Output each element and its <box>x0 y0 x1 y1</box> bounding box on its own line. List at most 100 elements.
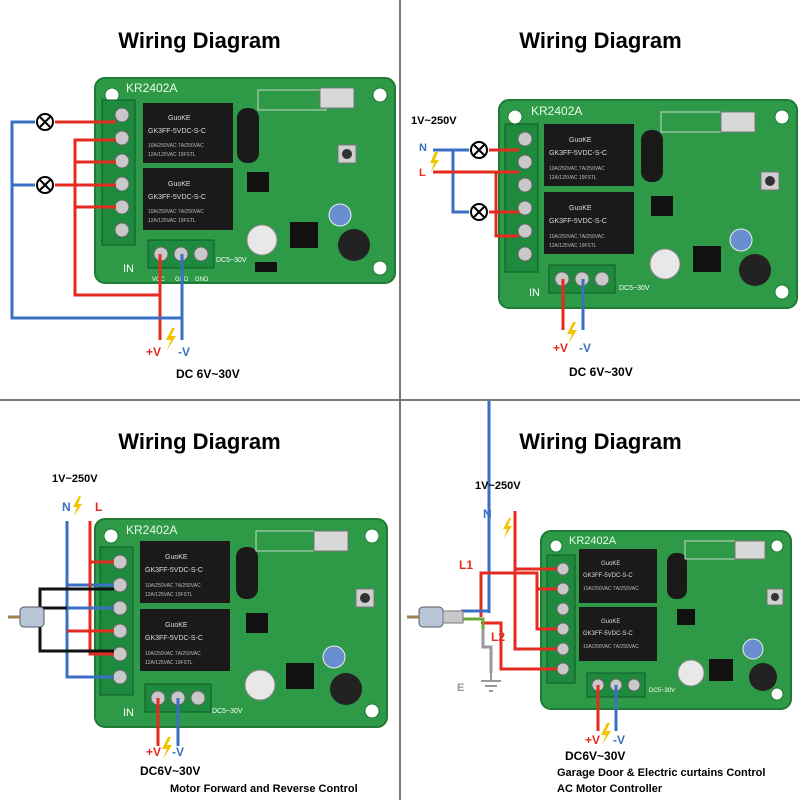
relay-1 <box>140 541 230 603</box>
relay-2 <box>544 192 634 254</box>
svg-text:DC5~30V: DC5~30V <box>212 708 243 715</box>
relay-board: KR2402A GuoKE GK3FF-5VDC-S-C 10A/250VAC … <box>540 530 792 710</box>
minus-v-label: -V <box>178 345 190 359</box>
relay-2 <box>143 168 233 230</box>
lightning-icon <box>162 737 172 759</box>
board-model: KR2402A <box>126 523 177 537</box>
plus-v-label: +V <box>585 733 600 747</box>
svg-text:GK3FF-5VDC-S-C: GK3FF-5VDC-S-C <box>148 128 206 135</box>
svg-text:GuoKE: GuoKE <box>168 115 191 122</box>
plus-v-label: +V <box>146 345 161 359</box>
lamp-icon <box>36 176 54 194</box>
diagram-motor: Wiring Diagram KR2402A GuoKE GK3FF-5VDC-… <box>0 401 399 800</box>
ac-range-label: 1V~250V <box>52 473 98 485</box>
minus-v-label: -V <box>579 341 591 355</box>
svg-text:GND: GND <box>195 277 209 283</box>
lightning-icon <box>166 328 176 350</box>
diagram-lamps-dc: Wiring Diagram KR2402A GuoKE GK3FF-5VDC-… <box>0 0 399 399</box>
lightning-icon <box>430 152 439 172</box>
wires <box>38 521 180 746</box>
svg-text:10A/250VAC 7A/250VAC: 10A/250VAC 7A/250VAC <box>148 209 204 215</box>
ground-icon <box>481 673 501 692</box>
relay-1 <box>579 549 657 603</box>
svg-text:10A/250VAC 7A/250VAC: 10A/250VAC 7A/250VAC <box>583 644 639 650</box>
lightning-icon <box>503 518 512 538</box>
diagram-title: Wiring Diagram <box>118 28 281 53</box>
relay-2 <box>140 609 230 671</box>
minus-v-label: -V <box>613 733 625 747</box>
svg-text:12A/125VAC 19FSTL: 12A/125VAC 19FSTL <box>148 152 196 158</box>
plus-v-label: +V <box>146 745 161 759</box>
svg-text:IN: IN <box>529 287 540 299</box>
svg-text:12A/125VAC 19FSTL: 12A/125VAC 19FSTL <box>148 218 196 224</box>
svg-text:GK3FF-5VDC-S-C: GK3FF-5VDC-S-C <box>583 573 633 579</box>
svg-text:10A/250VAC 7A/250VAC: 10A/250VAC 7A/250VAC <box>549 234 605 240</box>
live-label: L <box>419 167 426 179</box>
wires <box>461 401 618 731</box>
earth-label: E <box>457 682 464 694</box>
l2-label: L2 <box>491 630 505 644</box>
svg-text:IN: IN <box>123 707 134 719</box>
dc-range-label: DC 6V~30V <box>176 367 240 381</box>
wiring-diagram-4: KR2402A GuoKE GK3FF-5VDC-S-C 10A/250VAC … <box>407 401 792 795</box>
diagram-garage: Wiring Diagram KR2402A GuoKE GK3FF-5VDC-… <box>401 401 800 800</box>
wiring-diagram-2: KR2402A GuoKE GK3FF-5VDC-S-C 10A/250VAC … <box>411 99 798 379</box>
neutral-label: N <box>483 507 492 521</box>
lamp-icon <box>36 113 54 131</box>
svg-text:GuoKE: GuoKE <box>569 137 592 144</box>
dc-range-label: DC6V~30V <box>565 749 625 763</box>
relay-2 <box>579 607 657 661</box>
motor-icon <box>407 606 464 628</box>
svg-text:GuoKE: GuoKE <box>168 181 191 188</box>
wiring-diagram-1: KR2402A GuoKE GK3FF-5VDC-S-C 10A/250VAC … <box>10 77 396 381</box>
caption-ac-motor: AC Motor Controller <box>557 783 663 795</box>
wiring-diagram-3: KR2402A GuoKE GK3FF-5VDC-S-C 10A/250VAC … <box>8 473 388 795</box>
svg-text:GuoKE: GuoKE <box>601 619 620 625</box>
svg-text:GK3FF-5VDC-S-C: GK3FF-5VDC-S-C <box>549 218 607 225</box>
svg-text:GK3FF-5VDC-S-C: GK3FF-5VDC-S-C <box>583 631 633 637</box>
caption-garage: Garage Door & Electric curtains Control <box>557 767 765 779</box>
svg-text:10A/250VAC 7A/250VAC: 10A/250VAC 7A/250VAC <box>583 586 639 592</box>
diagram-title: Wiring Diagram <box>519 28 682 53</box>
neutral-label: N <box>62 500 71 514</box>
svg-text:DC5~30V: DC5~30V <box>216 257 247 264</box>
lightning-icon <box>567 322 577 344</box>
svg-text:12A/125VAC 19FSTL: 12A/125VAC 19FSTL <box>145 592 193 598</box>
diagram-lamps-ac: Wiring Diagram KR2402A GuoKE GK3FF-5VDC-… <box>401 0 800 399</box>
svg-text:10A/250VAC 7A/250VAC: 10A/250VAC 7A/250VAC <box>145 651 201 657</box>
l1-label: L1 <box>459 558 473 572</box>
lightning-icon <box>73 496 82 516</box>
svg-text:GuoKE: GuoKE <box>165 622 188 629</box>
wires <box>10 120 184 340</box>
wires <box>433 148 585 330</box>
svg-text:GK3FF-5VDC-S-C: GK3FF-5VDC-S-C <box>148 194 206 201</box>
dc-range-label: DC 6V~30V <box>569 365 633 379</box>
board-model: KR2402A <box>126 81 177 95</box>
lightning-icon <box>601 723 611 745</box>
minus-v-label: -V <box>172 745 184 759</box>
plus-v-label: +V <box>553 341 568 355</box>
dc-range-label: DC6V~30V <box>140 764 200 778</box>
board-model: KR2402A <box>569 535 617 547</box>
svg-text:10A/250VAC 7A/250VAC: 10A/250VAC 7A/250VAC <box>145 583 201 589</box>
svg-text:GuoKE: GuoKE <box>165 554 188 561</box>
caption-motor: Motor Forward and Reverse Control <box>170 783 358 795</box>
board-model: KR2402A <box>531 104 582 118</box>
relay-board: KR2402A GuoKE GK3FF-5VDC-S-C 10A/250VAC … <box>94 77 396 284</box>
lamp-icon <box>470 203 488 221</box>
svg-text:12A/125VAC 19FSTL: 12A/125VAC 19FSTL <box>549 175 597 181</box>
svg-text:GK3FF-5VDC-S-C: GK3FF-5VDC-S-C <box>145 635 203 642</box>
ac-range-label: 1V~250V <box>475 480 521 492</box>
svg-text:10A/250VAC 7A/250VAC: 10A/250VAC 7A/250VAC <box>148 143 204 149</box>
relay-1 <box>143 103 233 163</box>
svg-text:GuoKE: GuoKE <box>601 561 620 567</box>
svg-text:GuoKE: GuoKE <box>569 205 592 212</box>
svg-text:DC5~30V: DC5~30V <box>619 285 650 292</box>
diagram-title: Wiring Diagram <box>118 429 281 454</box>
horizontal-divider <box>0 399 800 401</box>
relay-board: KR2402A GuoKE GK3FF-5VDC-S-C 10A/250VAC … <box>498 99 798 309</box>
svg-text:GK3FF-5VDC-S-C: GK3FF-5VDC-S-C <box>145 567 203 574</box>
live-label: L <box>95 500 102 514</box>
svg-text:12A/125VAC 19FSTL: 12A/125VAC 19FSTL <box>145 660 193 666</box>
svg-text:IN: IN <box>123 263 134 275</box>
